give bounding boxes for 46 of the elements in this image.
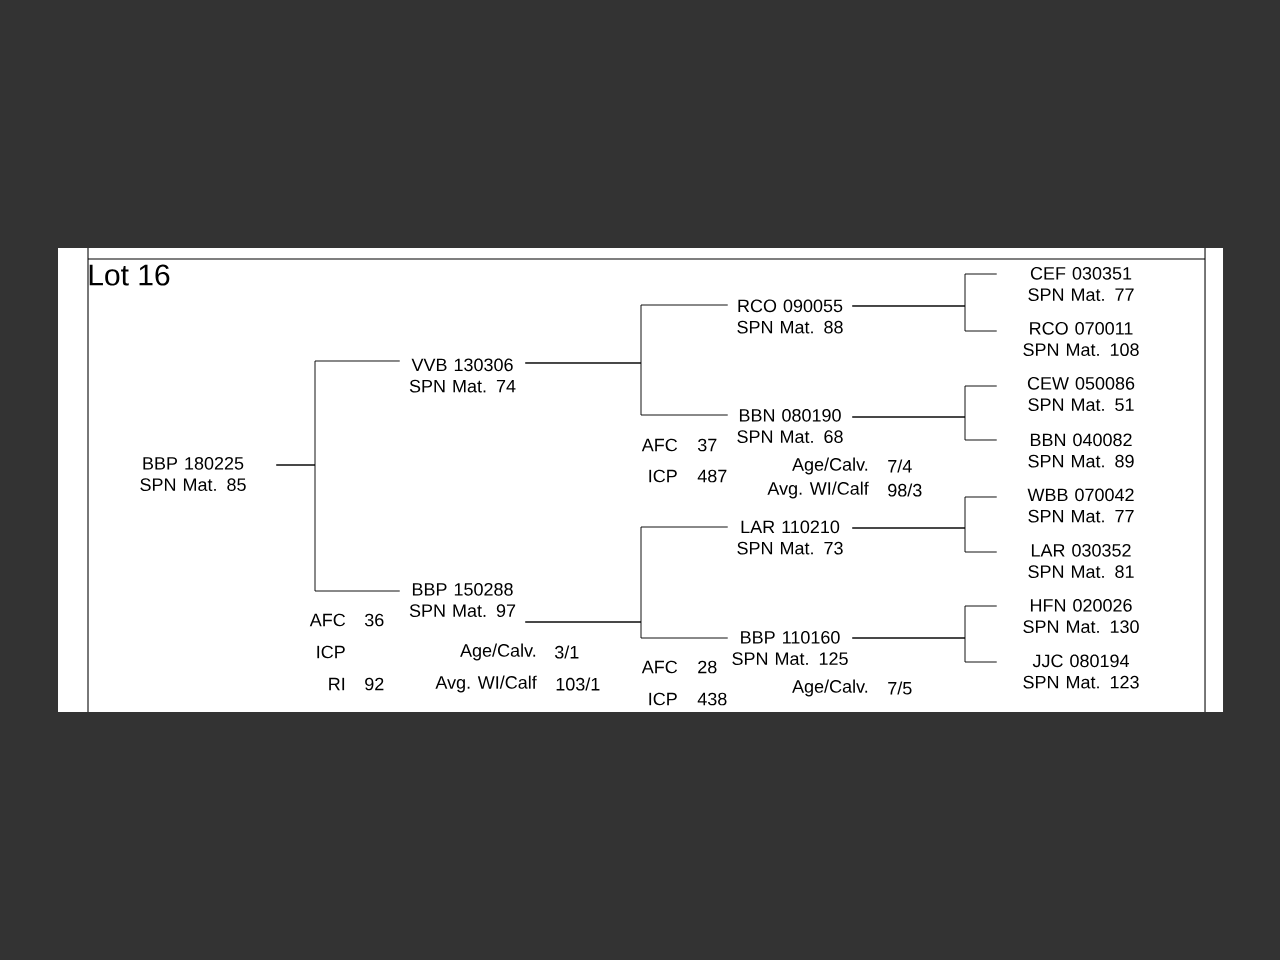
stat-label: 37 [697,438,717,452]
stat-label: AFC [641,660,678,674]
connector-line [851,527,998,553]
pedigree-entry: HFN 020026 SPN Mat. 130 [1023,598,1139,634]
stat-label: 7/4 [888,459,912,473]
stat-label: ICP [649,469,677,483]
pedigree-entry: WBB 070042 SPN Mat. 77 [1027,488,1134,523]
stat-label: RI [329,677,345,691]
stat-label: Avg. WI/Calf [767,481,869,499]
stat-label: Avg. WI/Calf [435,675,537,693]
stat-label: 98/3 [888,483,922,497]
connector-line [524,362,729,416]
stat-label: 438 [697,692,727,706]
pedigree-entry: CEW 050086 SPN Mat. 51 [1027,376,1135,412]
pedigree-entry: JJC 080194 SPN Mat. 123 [1023,654,1139,689]
stat-label: Age/Calv. [792,457,868,475]
stat-label: 103/1 [556,677,600,691]
connector-line [851,305,998,332]
stat-label: ICP [649,692,677,706]
pedigree-entry: VVB 130306 SPN Mat. 74 [409,358,516,393]
connector-line [524,621,729,639]
pedigree-entry: BBN 040082 SPN Mat. 89 [1028,433,1134,468]
pedigree-entry: CEF 030351 SPN Mat. 77 [1028,266,1134,302]
pedigree-entry: RCO 070011 SPN Mat. 108 [1023,321,1139,357]
stat-label: 28 [698,660,717,674]
pedigree-entry: BBP 150288 SPN Mat. 97 [409,582,516,618]
connector-line [851,637,998,663]
stat-label: 7/5 [888,681,912,695]
stat-label: Age/Calv. [460,643,536,661]
connector-line [275,464,401,592]
lot-title: Lot 16 [89,264,170,286]
pedigree-entry: LAR 110210 SPN Mat. 73 [737,520,843,555]
pedigree-entry: RCO 090055 SPN Mat. 88 [737,299,843,334]
connector-line [851,416,998,441]
stat-label: 487 [697,469,727,483]
stat-label: AFC [309,613,346,627]
stat-label: ICP [317,645,345,659]
stat-label: 36 [364,613,384,627]
pedigree-entry: BBP 180225 SPN Mat. 85 [140,456,246,492]
pedigree-entry: BBN 080190 SPN Mat. 68 [737,408,843,444]
stat-label: AFC [641,438,678,452]
stat-label: Age/Calv. [792,679,868,697]
stat-label: 3/1 [554,645,579,659]
stat-label: 92 [365,677,384,691]
pedigree-entry: LAR 030352 SPN Mat. 81 [1028,543,1134,579]
pedigree-entry: BBP 110160 SPN Mat. 125 [732,630,848,666]
